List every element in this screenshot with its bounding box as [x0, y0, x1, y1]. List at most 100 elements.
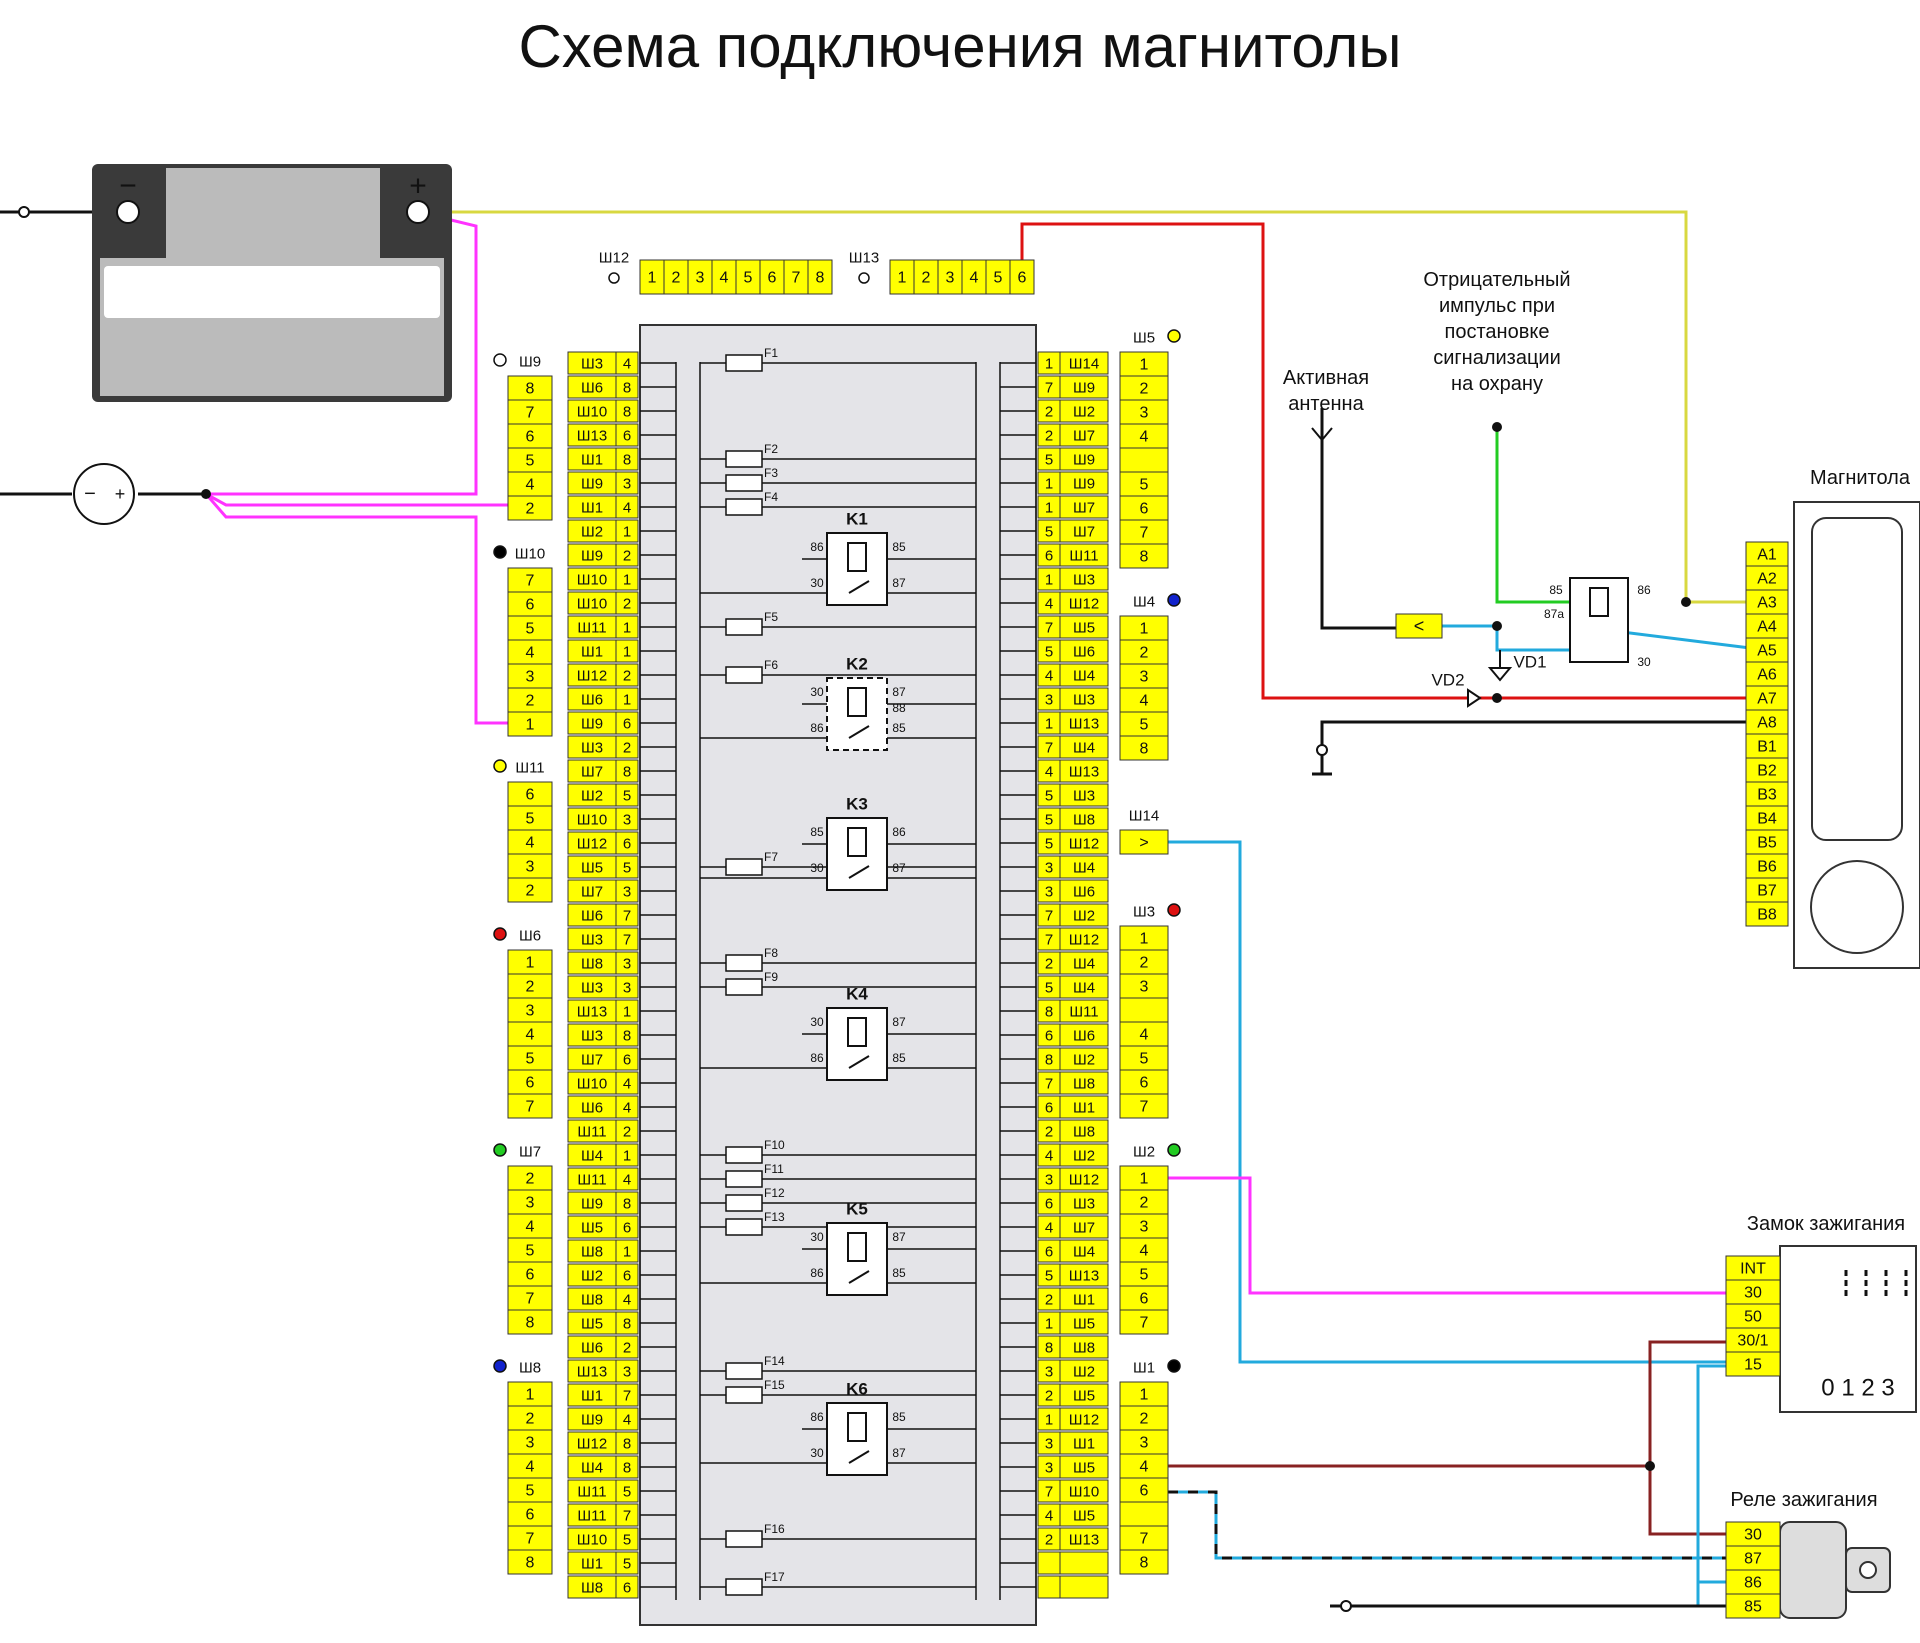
top-connector-pin: 3 — [696, 270, 705, 287]
block-right-conn: Ш3 — [1073, 572, 1095, 589]
fuse — [725, 666, 763, 684]
connector-color-dot — [1167, 1143, 1181, 1157]
block-right-conn: Ш5 — [1073, 1460, 1095, 1477]
relay-pin-label: 87 — [892, 1446, 906, 1460]
block-right-pin: 5 — [1045, 788, 1053, 805]
block-right-conn-cell — [1059, 1239, 1109, 1263]
block-right-conn-cell — [1059, 1095, 1109, 1119]
head-unit-pin: B5 — [1757, 835, 1777, 852]
top-connector-pin-cell — [735, 259, 761, 295]
left-connector-pin: 7 — [526, 1291, 535, 1308]
relay-name: K3 — [846, 795, 868, 814]
fuse-label: F15 — [764, 1378, 785, 1392]
fuse — [725, 1362, 763, 1380]
black-wire — [1320, 602, 1396, 630]
right-connector-pin-cell — [1119, 1213, 1169, 1239]
block-right-conn-cell — [1059, 1263, 1109, 1287]
left-connector-pin: 5 — [526, 1051, 535, 1068]
block-left-conn: Ш8 — [581, 1244, 603, 1261]
top-connector-pin-cell — [639, 259, 665, 295]
relay-coil — [847, 1017, 867, 1047]
right-connector-pin: 4 — [1140, 693, 1149, 710]
block-right-pin: 7 — [1045, 908, 1053, 925]
left-connector-pin: 5 — [526, 453, 535, 470]
magenta-wire — [205, 492, 508, 507]
block-left-pin-cell — [615, 687, 639, 711]
block-left-pin: 7 — [623, 1508, 631, 1525]
block-left-pin-cell — [615, 1287, 639, 1311]
block-right-pin: 1 — [1045, 356, 1053, 373]
right-connector-pin: 8 — [1140, 741, 1149, 758]
block-right-conn: Ш1 — [1073, 1292, 1095, 1309]
top-connector-pin-cell — [687, 259, 713, 295]
top-connector-pin: 4 — [720, 270, 729, 287]
left-connector-pin: 2 — [526, 979, 535, 996]
left-connector-pin: 7 — [526, 1531, 535, 1548]
block-left-pin-cell — [615, 999, 639, 1023]
connector-id: Ш8 — [519, 1360, 541, 1377]
block-left-pin: 2 — [623, 596, 631, 613]
head-unit-pin: A7 — [1757, 691, 1777, 708]
block-left-conn: Ш11 — [577, 620, 606, 637]
connector-color-dot — [493, 1359, 507, 1373]
block-left-conn: Ш1 — [581, 644, 603, 661]
block-left-pin-cell — [615, 1479, 639, 1503]
right-connector-pin: 4 — [1140, 1243, 1149, 1260]
magenta-wire — [1168, 1176, 1726, 1295]
block-left-pin-cell — [615, 1311, 639, 1335]
brown-wire — [1648, 1340, 1726, 1466]
magenta-wire — [204, 493, 508, 725]
antenna-label: антенна — [1288, 393, 1364, 415]
left-connector-pin: 4 — [526, 1027, 535, 1044]
right-connector-pin-cell — [1119, 663, 1169, 689]
block-right-conn: Ш7 — [1073, 524, 1095, 541]
block-right-conn: Ш4 — [1073, 860, 1095, 877]
block-right-conn-cell — [1059, 1071, 1109, 1095]
left-connector-pin-cell — [507, 1069, 553, 1095]
right-connector-pin-cell — [1119, 495, 1169, 521]
block-right-conn-cell — [1059, 1311, 1109, 1335]
left-connector-pin: 6 — [526, 1507, 535, 1524]
left-connector-pin-cell — [507, 781, 553, 807]
block-right-conn: Ш2 — [1073, 1052, 1095, 1069]
left-connector-pin: 1 — [526, 1387, 535, 1404]
block-left-pin-cell — [615, 1263, 639, 1287]
block-right-conn: Ш6 — [1073, 1028, 1095, 1045]
blue-wire — [1696, 1364, 1726, 1606]
block-left-pin: 3 — [623, 812, 631, 829]
block-right-conn-cell — [1059, 423, 1109, 447]
top-connector-pin: 8 — [816, 270, 825, 287]
block-left-pin-cell — [615, 1527, 639, 1551]
right-connector-pin: 5 — [1140, 717, 1149, 734]
block-right-pin: 3 — [1045, 884, 1053, 901]
block-left-pin: 6 — [623, 1580, 631, 1597]
block-right-pin: 5 — [1045, 644, 1053, 661]
left-connector-pin-cell — [507, 1453, 553, 1479]
block-right-conn: Ш3 — [1073, 788, 1095, 805]
block-left-conn: Ш10 — [577, 596, 607, 613]
head-unit-pin: A6 — [1757, 667, 1777, 684]
block-left-pin: 7 — [623, 1388, 631, 1405]
block-left-pin: 8 — [623, 1196, 631, 1213]
block-left-pin: 3 — [623, 980, 631, 997]
block-left-pin: 2 — [623, 740, 631, 757]
relay-contact — [848, 580, 870, 594]
motor-minus: − — [84, 483, 96, 505]
blue-wire — [1168, 840, 1726, 1364]
block-right-conn-cell — [1059, 1479, 1109, 1503]
block-right-pin: 2 — [1045, 404, 1053, 421]
block-right-conn-cell — [1059, 1047, 1109, 1071]
left-connector-pin: 4 — [526, 835, 535, 852]
motor-plus: + — [115, 484, 126, 504]
terminal-circle — [18, 206, 30, 218]
block-left-conn: Ш6 — [581, 1100, 603, 1117]
block-left-pin: 4 — [623, 1292, 631, 1309]
block-left-pin: 3 — [623, 884, 631, 901]
head-unit-pin-cell — [1745, 805, 1789, 831]
block-left-conn: Ш11 — [577, 1172, 606, 1189]
block-right-pin: 7 — [1045, 1076, 1053, 1093]
left-connector-pin-cell — [507, 1405, 553, 1431]
right-connector-pin-cell — [1119, 1021, 1169, 1047]
right-connector-pin-cell — [1119, 471, 1169, 497]
block-right-pin: 6 — [1045, 1244, 1053, 1261]
